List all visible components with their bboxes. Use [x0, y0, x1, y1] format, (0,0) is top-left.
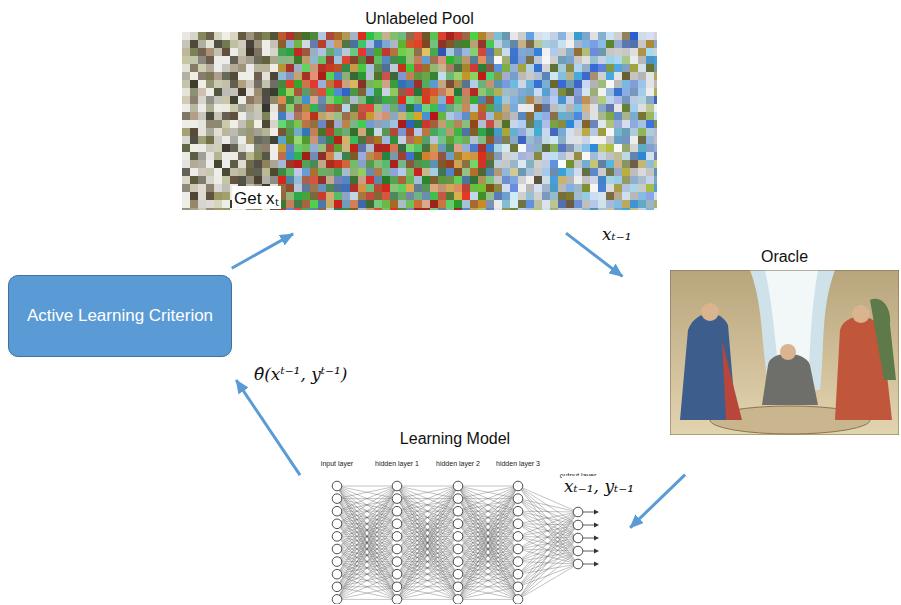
- layer-label: hidden layer 3: [496, 460, 540, 467]
- edge-label: xₜ₋₁, yₜ₋₁: [562, 476, 636, 496]
- flow-arrow: [630, 475, 685, 528]
- neural-network: Learning Model: [310, 452, 600, 604]
- edge-label: θ̂(xᵗ⁻¹, yᵗ⁻¹): [252, 364, 349, 384]
- neural-network-art: [310, 452, 600, 604]
- node-heading: Unlabeled Pool: [102, 10, 737, 28]
- box-label: Active Learning Criterion: [13, 305, 227, 328]
- image-pool: Unlabeled Pool: [182, 32, 657, 210]
- layer-label: input layer: [321, 460, 353, 467]
- flow-arrow: [236, 380, 300, 475]
- flow-arrow: [232, 234, 293, 268]
- node-heading: Learning Model: [230, 430, 680, 448]
- edge-label: xₜ₋₁: [600, 224, 634, 244]
- oracle-picture: Oracle: [670, 270, 899, 435]
- image-pool-art: [182, 32, 657, 210]
- layer-label: hidden layer 2: [436, 460, 480, 467]
- node-heading: Oracle: [590, 248, 901, 266]
- edge-label: Get xₜ: [232, 186, 281, 209]
- layer-label: hidden layer 1: [375, 460, 419, 467]
- process-box: Active Learning Criterion: [8, 275, 232, 357]
- oracle-picture-art: [670, 270, 899, 435]
